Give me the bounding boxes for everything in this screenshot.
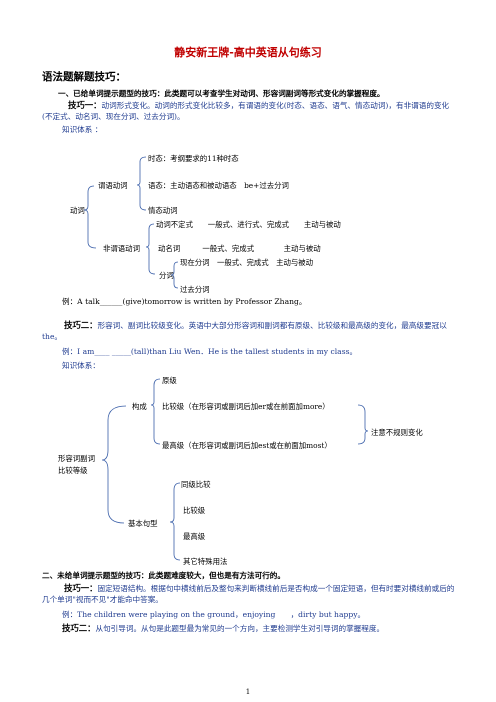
page-number: 1 (245, 688, 251, 696)
tree2-same-degree: 同级比较 (181, 480, 211, 489)
skill-two-label: 技巧二： (64, 320, 98, 330)
skill-one-b-text: 固定短语结构。根据句中横线前后及整句来判断横线前后是否构成一个固定短语，但有时要… (42, 584, 455, 604)
tree1-root-brace (83, 185, 97, 249)
tree2-irregular: 注意不规则变化 (371, 428, 423, 437)
point-one-heading: 一、已给单词提示题型的技巧：此类题可以考查学生对动词、形容词副词等形式变化的掌握… (58, 89, 385, 98)
knowledge-system-one: 知识体系 ： (62, 125, 103, 134)
tree1-predicate-brace (136, 156, 147, 211)
section-heading: 语法题解题技巧： (42, 71, 126, 83)
tree2-root-line1: 形容词副词 (58, 454, 95, 463)
skill-one-label: 技巧一： (68, 100, 102, 110)
tree2-comparative: 比较级（在形容词或副词后加er或在前面加more） (162, 402, 330, 411)
skill-one-b-label: 技巧一： (64, 583, 98, 593)
tree1-root: 动词 (70, 206, 85, 215)
skill-one-b-paragraph: 技巧一：固定短语结构。根据句中横线前后及整句来判断横线前后是否构成一个固定短语，… (42, 583, 458, 605)
tree2-root-brace (101, 405, 127, 524)
tree1-tense: 时态：考纲要求的11种时态 (148, 154, 239, 163)
tree2-pattern-brace (169, 482, 181, 561)
tree1-nonpredicate: 非谓语动词 (103, 244, 140, 253)
tree1-infinitive: 动词不定式 一般式、进行式、完成式 主动与被动 (156, 220, 341, 229)
point-two-heading: 二、未给单词提示题型的技巧：此类题难度较大，但也是有方法可行的。 (42, 571, 285, 580)
tree2-special: 其它特殊用法 (183, 557, 228, 566)
skill-two-text: 形容词、副词比较级变化。英语中大部分形容词和副词都有原级、比较级和最高级的变化，… (42, 321, 447, 341)
tree2-comparative-pattern: 比较级 (183, 506, 206, 515)
tree2-superlative-pattern: 最高级 (183, 532, 206, 541)
example-three: 例：The children were playing on the groun… (62, 610, 366, 619)
tree1-mood: 情态动词 (148, 206, 178, 215)
tree2-pattern: 基本句型 (128, 519, 158, 528)
knowledge-system-two: 知识体系： (62, 361, 100, 370)
tree1-nonpredicate-brace (145, 223, 156, 275)
tree1-present-participle: 现在分词 一般式、完成式 主动与被动 (180, 258, 314, 267)
skill-two-b-text: 从句引导词。从句是此题型最为常见的一个方向，主要检测学生对引导词的掌握程度。 (95, 624, 385, 633)
tree1-gerund: 动名词 一般式、完成式 主动与被动 (158, 244, 321, 253)
skill-two-b-paragraph: 技巧二：从句引导词。从句是此题型最为常见的一个方向，主要检测学生对引导词的掌握程… (62, 623, 384, 634)
skill-one-paragraph: 技巧一：动词形式变化。动词的形式变化比较多，有谓语的变化(时态、语态、语气、情态… (42, 100, 458, 122)
tree1-participle: 分词 (159, 271, 174, 280)
example-two: 例：I am____ _____(tall)than Liu Wen．He is… (62, 347, 358, 356)
skill-two-b-label: 技巧二： (62, 623, 96, 633)
tree2-superlative: 最高级（在形容词或副词后加est或在前面加most） (162, 441, 332, 450)
page-title: 静安新王牌-高中英语从句练习 (174, 46, 322, 59)
tree2-irregular-brace (357, 404, 369, 445)
example-one: 例：A talk______(give)tomorrow is written … (62, 297, 307, 306)
tree1-voice: 语态：主动语态和被动语态 be+过去分词 (148, 181, 289, 190)
tree1-predicate: 谓语动词 (98, 181, 128, 190)
tree2-root-line2: 比较等级 (58, 466, 88, 475)
tree2-form-brace (150, 378, 161, 445)
tree2-form: 构成 (132, 402, 147, 411)
tree1-past-participle: 过去分词 (180, 285, 210, 294)
skill-one-text: 动词形式变化。动词的形式变化比较多，有谓语的变化(时态、语态、语气、情态动词)，… (42, 101, 450, 121)
tree2-positive: 原级 (162, 376, 177, 385)
skill-two-paragraph: 技巧二：形容词、副词比较级变化。英语中大部分形容词和副词都有原级、比较级和最高级… (42, 320, 458, 342)
